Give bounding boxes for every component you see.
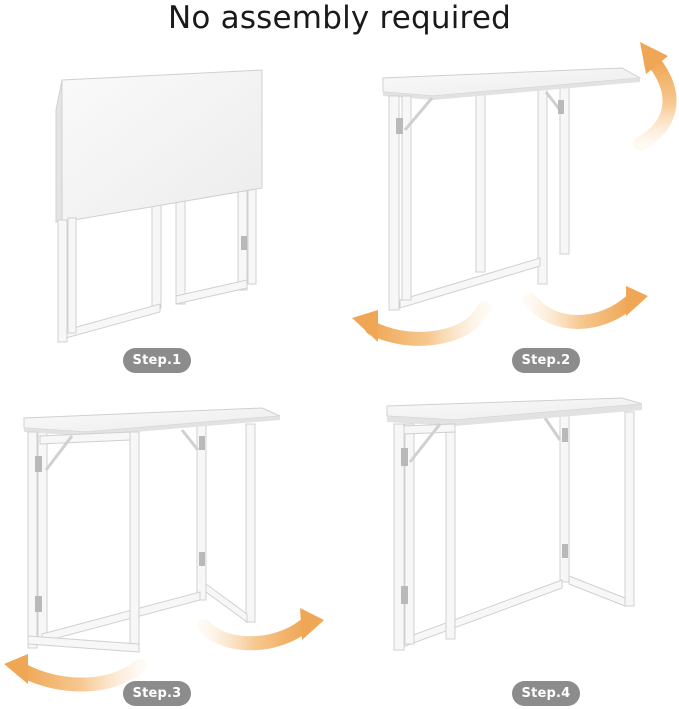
step-badge-1: Step.1	[123, 348, 191, 373]
page-title: No assembly required	[168, 0, 511, 36]
step-badge-3: Step.3	[123, 681, 191, 706]
step1-folded-desk	[55, 69, 263, 343]
step4-desk-unfolded	[386, 397, 643, 651]
fold-arrow-up-icon	[633, 42, 677, 151]
step3-desk-unfolding	[23, 407, 281, 653]
fold-arrow-right-icon	[197, 608, 324, 651]
fold-arrow-left-icon	[4, 654, 147, 692]
fold-arrow-left-icon	[352, 301, 491, 346]
step-badge-4: Step.4	[512, 681, 580, 706]
step2-desk-unfolding	[382, 67, 642, 311]
step-badge-2: Step.2	[512, 348, 580, 373]
fold-arrow-right-icon	[523, 286, 648, 329]
